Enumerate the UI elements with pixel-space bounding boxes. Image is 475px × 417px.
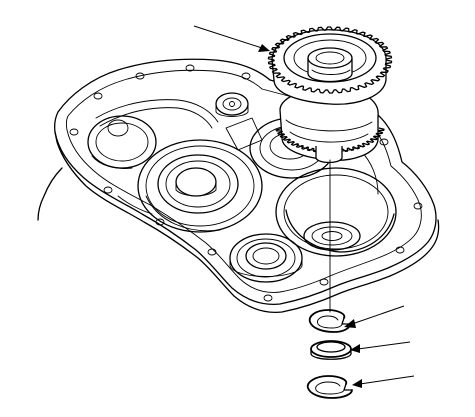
bearing-inner-race bbox=[316, 341, 346, 353]
thrust-washer-gap bbox=[341, 317, 351, 325]
bolt-holes bbox=[69, 64, 423, 302]
callout-thrust-washer bbox=[344, 305, 405, 328]
bolt-hole bbox=[207, 248, 217, 256]
top-gear-bore bbox=[315, 51, 345, 65]
housing-flange-edge bbox=[54, 131, 440, 314]
snap-ring-gap bbox=[343, 383, 353, 391]
gear-groove bbox=[289, 131, 369, 143]
thrust-washer-inner bbox=[317, 315, 343, 329]
transmission-housing bbox=[37, 58, 440, 314]
bearing-side bbox=[310, 348, 352, 360]
callout-gear-cluster bbox=[193, 25, 270, 52]
arrowhead-ball-bearing bbox=[350, 344, 360, 353]
bolt-hole bbox=[241, 72, 251, 80]
snap-ring-outline bbox=[306, 375, 353, 399]
thrust-washer bbox=[308, 309, 351, 333]
hub-edge bbox=[311, 69, 351, 75]
gear-tooth-ring bbox=[267, 26, 393, 94]
top-gear-teeth bbox=[267, 26, 393, 94]
housing-wire-harness bbox=[37, 167, 63, 221]
leader-line-snap-ring bbox=[359, 375, 415, 385]
lower-right-bore bbox=[275, 167, 397, 257]
thrust-washer-outer bbox=[308, 309, 351, 333]
bolt-hole bbox=[185, 64, 195, 72]
leader-line-thrust-washer bbox=[351, 305, 405, 325]
housing-rib bbox=[95, 99, 219, 123]
top-gear-hub-face bbox=[307, 47, 353, 69]
snap-ring bbox=[306, 375, 353, 399]
callout-snap-ring bbox=[352, 375, 415, 388]
arrowhead-snap-ring bbox=[352, 379, 362, 388]
arrowhead-thrust-washer bbox=[344, 319, 356, 328]
bolt-hole bbox=[69, 128, 79, 136]
upper-left-bearing-boss bbox=[87, 115, 157, 169]
bolt-hole bbox=[379, 138, 389, 146]
countershaft-stub bbox=[315, 146, 343, 164]
bolt-hole bbox=[135, 72, 145, 80]
leader-line-ball-bearing bbox=[357, 341, 411, 350]
callout-ball-bearing bbox=[350, 341, 411, 353]
bolt-hole bbox=[103, 186, 113, 194]
bolt-hole bbox=[319, 278, 329, 286]
oil-passage-boss bbox=[215, 92, 249, 117]
housing-gasket-line bbox=[65, 69, 422, 293]
mainshaft-bearing-bore bbox=[137, 139, 263, 233]
lower-bearing-boss bbox=[229, 233, 303, 283]
bolt-hole bbox=[263, 294, 273, 302]
bearing-outer-race bbox=[310, 340, 352, 358]
snap-ring-inner bbox=[315, 381, 345, 395]
gear-groove bbox=[285, 119, 373, 132]
bolt-hole bbox=[155, 218, 165, 226]
bolt-hole bbox=[395, 246, 405, 254]
bolt-hole bbox=[93, 92, 103, 100]
leader-line-gear-cluster bbox=[193, 25, 263, 49]
bolt-hole bbox=[413, 202, 423, 210]
countershaft-gear-cluster bbox=[267, 26, 393, 164]
ball-bearing bbox=[310, 340, 352, 360]
arrowhead-gear-cluster bbox=[258, 44, 270, 52]
